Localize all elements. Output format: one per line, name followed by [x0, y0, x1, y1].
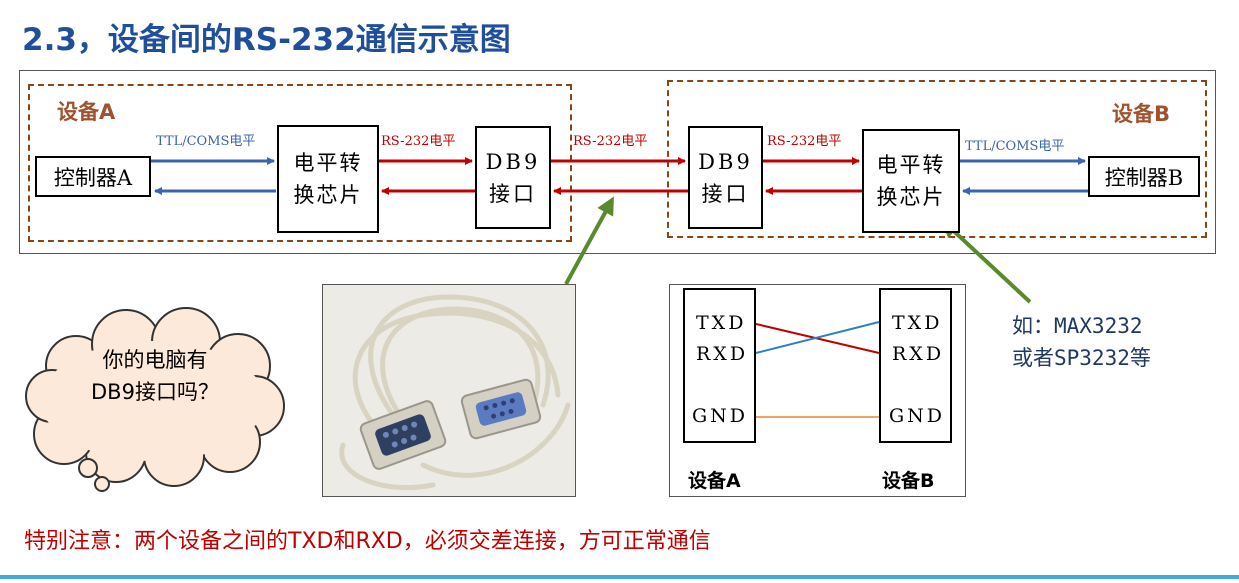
pointer-arrow-cable: [564, 196, 614, 285]
chip-example-note: 如：MAX3232 或者SP3232等: [1012, 314, 1151, 370]
db9-cable-photo: [322, 284, 576, 497]
page-title: 2.3，设备间的RS-232通信示意图: [22, 22, 511, 58]
controller-a-label: 控制器A: [53, 165, 133, 190]
controller-a-box: 控制器A: [35, 156, 151, 197]
level-chip-a-label: 电平转 换芯片: [293, 151, 363, 207]
thought-cloud: [25, 307, 285, 492]
wiring-diagram: TXD RXD GND TXD RXD GND 设备A 设备B: [669, 284, 966, 497]
db9-port-a-box: DB9 接口: [475, 126, 551, 229]
wiring-device-b-name: 设备B: [882, 470, 935, 492]
wiring-device-a-name: 设备A: [688, 470, 741, 492]
pin-txd-b: TXD: [892, 312, 943, 334]
controller-b-label: 控制器B: [1104, 165, 1184, 190]
pointer-arrow-chip: [941, 219, 1032, 304]
device-a-label: 设备A: [57, 100, 116, 124]
db9-cable-illustration: [323, 285, 575, 496]
diagram-frame: [19, 70, 1216, 254]
cloud-text: 你的电脑有 DB9接口吗？: [91, 348, 219, 404]
ttl-label-b: TTL/COMS电平: [965, 139, 1065, 154]
wiring-device-b-box: [879, 288, 952, 443]
level-chip-b-label: 电平转 换芯片: [876, 153, 946, 209]
level-chip-a-box: 电平转 换芯片: [277, 125, 379, 233]
device-b-region: [667, 80, 1207, 238]
pin-gnd-a: GND: [692, 405, 749, 427]
db9-port-a-label: DB9 接口: [485, 149, 541, 206]
rs232-label-cable: RS-232电平: [573, 134, 648, 149]
rs232-label-a: RS-232电平: [381, 134, 456, 149]
wire-rxd-a-to-txd-b: [755, 321, 880, 354]
db9-port-b-label: DB9 接口: [698, 149, 753, 206]
device-b-label: 设备B: [1112, 102, 1171, 126]
pin-gnd-b: GND: [889, 405, 946, 427]
bottom-accent-bar: [0, 575, 1239, 579]
pin-rxd-b: RXD: [892, 343, 945, 365]
wiring-device-a-box: [683, 288, 756, 443]
level-chip-b-box: 电平转 换芯片: [862, 129, 960, 233]
controller-b-box: 控制器B: [1088, 156, 1200, 197]
pin-txd-a: TXD: [696, 312, 747, 334]
rs232-label-b: RS-232电平: [767, 134, 842, 149]
ttl-label-a: TTL/COMS电平: [156, 134, 256, 149]
pin-rxd-a: RXD: [696, 343, 749, 365]
warning-text: 特别注意：两个设备之间的TXD和RXD，必须交差连接，方可正常通信: [24, 529, 711, 554]
wiring-lines: [755, 321, 880, 418]
device-a-region: [28, 84, 572, 242]
db9-port-b-box: DB9 接口: [688, 126, 763, 229]
